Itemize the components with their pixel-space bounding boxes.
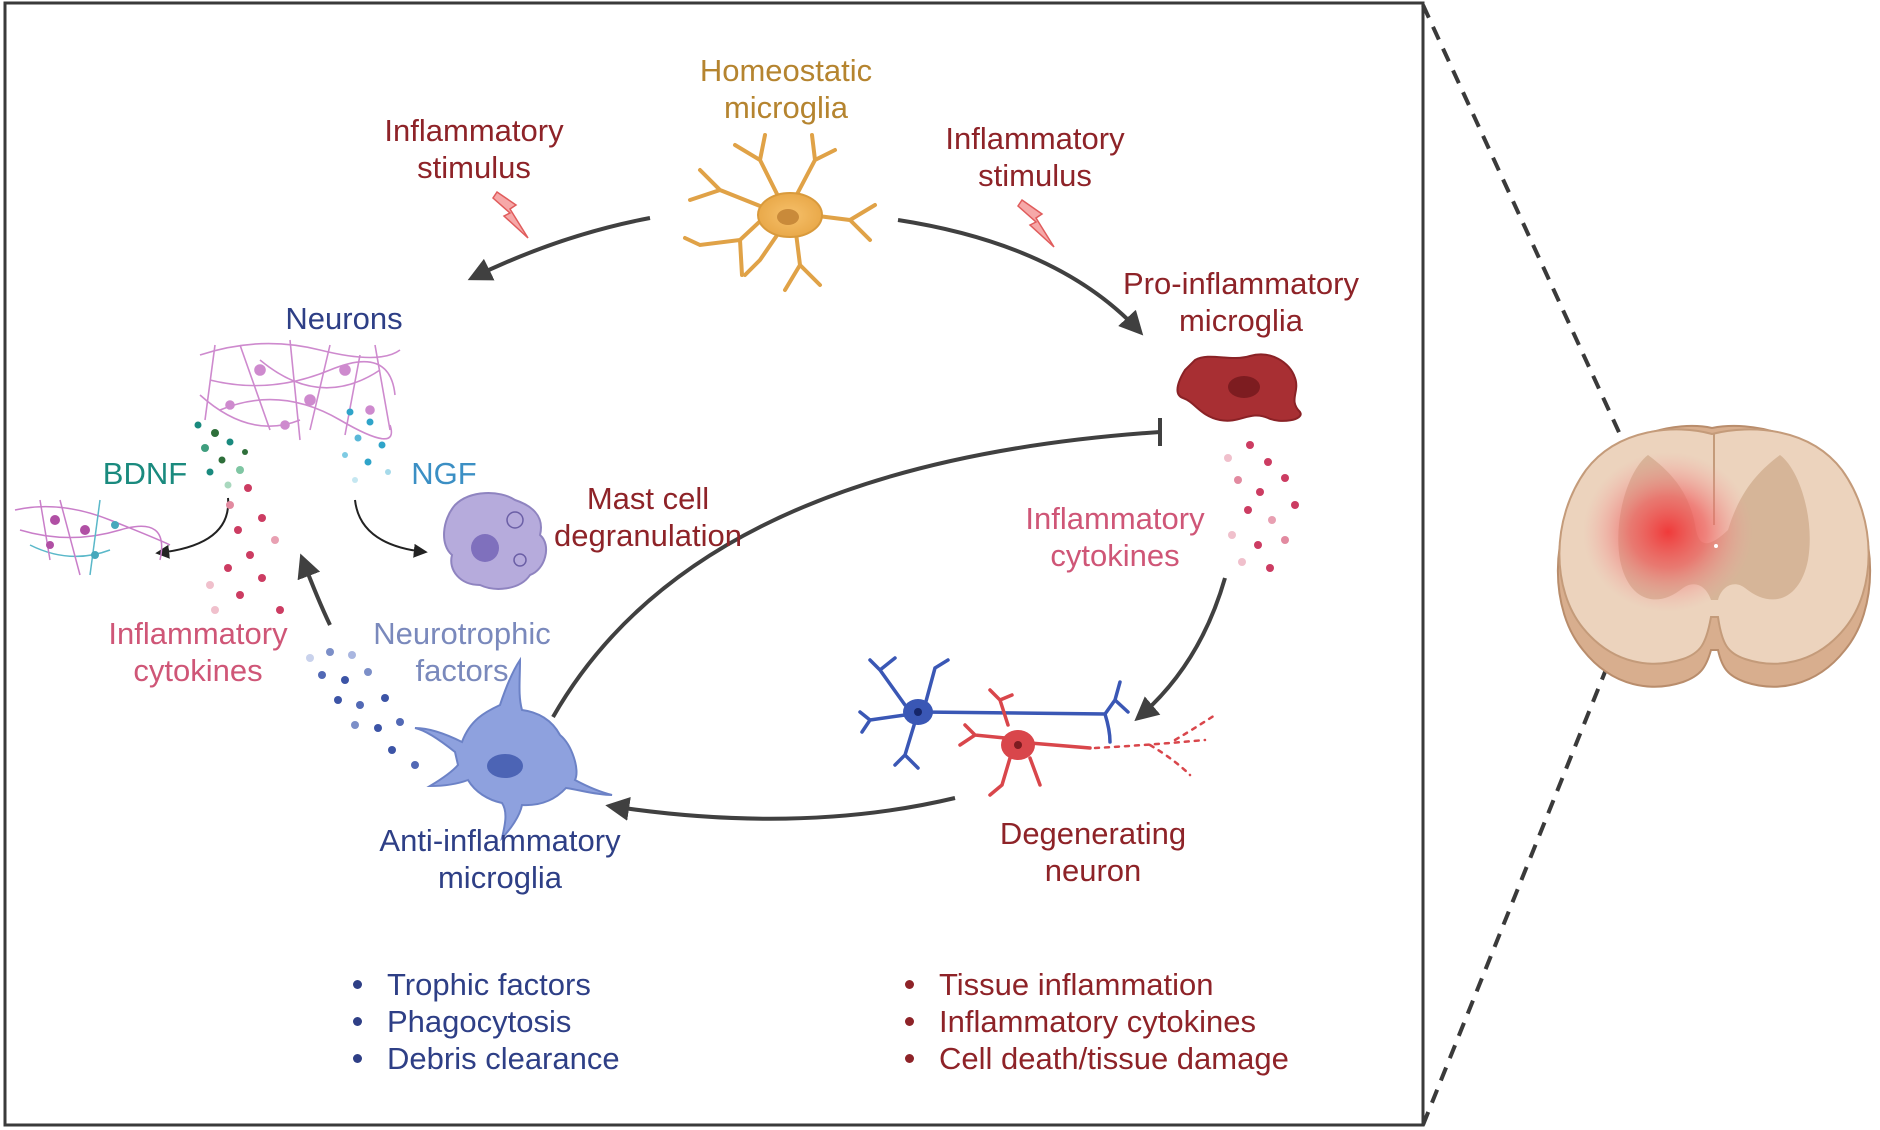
pro-inflammatory-microglia-icon — [1176, 353, 1302, 422]
neurotrophic-dots — [306, 648, 419, 769]
mast-cell-icon — [443, 492, 548, 590]
pro-inflammatory-effects-list: Tissue inflammation Inflammatory cytokin… — [899, 966, 1289, 1077]
arrow-homeostatic-to-pro — [897, 218, 1144, 336]
target-neurons-icon — [14, 499, 171, 576]
arrow-anti-to-cytokines — [297, 553, 332, 626]
anti-inflammatory-microglia-icon — [414, 656, 613, 842]
arrow-pro-to-degenerating — [1134, 577, 1227, 722]
arrow-degenerating-to-anti — [605, 796, 956, 821]
degenerating-neuron-icon — [858, 656, 1217, 797]
lightning-icon — [492, 190, 529, 239]
cytokine-dots-left — [206, 484, 284, 614]
neuron-network-icon — [199, 339, 401, 441]
arrow-homeostatic-to-neurons — [467, 216, 651, 281]
homeostatic-microglia-icon — [683, 133, 877, 292]
list-item: Phagocytosis — [347, 1003, 620, 1040]
arrow-ngf-to-mast-cell — [354, 499, 428, 558]
list-item: Trophic factors — [347, 966, 620, 1003]
anti-inflammatory-effects-list: Trophic factors Phagocytosis Debris clea… — [347, 966, 620, 1077]
spinal-cord-section-icon — [1556, 424, 1872, 688]
neurons-label: Neurons — [285, 301, 403, 336]
list-item: Inflammatory cytokines — [899, 1003, 1289, 1040]
inhibition-anti-to-pro — [551, 430, 1161, 718]
bdnf-label: BDNF — [102, 456, 188, 491]
ngf-label: NGF — [411, 456, 477, 491]
list-item: Tissue inflammation — [899, 966, 1289, 1003]
list-item: Debris clearance — [347, 1040, 620, 1077]
lightning-icon — [1017, 198, 1055, 248]
bdnf-dots — [194, 421, 248, 489]
main-frame — [3, 1, 1425, 1127]
list-item: Cell death/tissue damage — [899, 1040, 1289, 1077]
cytokine-dots-right — [1224, 441, 1299, 572]
ngf-dots — [342, 408, 391, 483]
